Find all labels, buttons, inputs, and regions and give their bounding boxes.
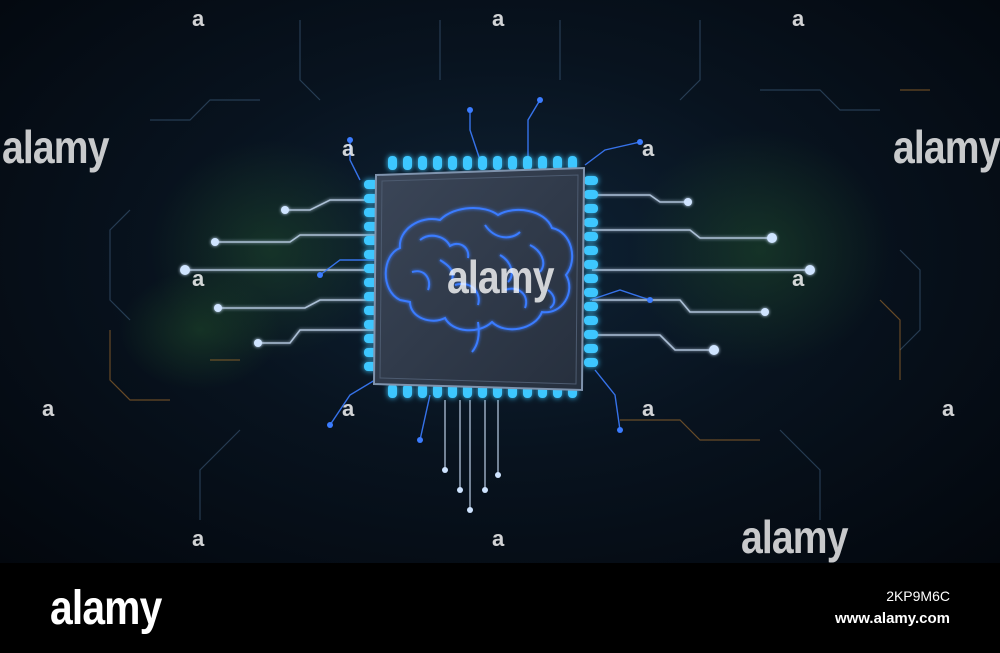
cpu-chip: [372, 166, 586, 392]
footer-bar: alamy 2KP9M6C www.alamy.com: [0, 563, 1000, 653]
background-traces: [109, 20, 921, 520]
brain-icon: [384, 207, 574, 353]
watermark-a: a: [342, 396, 355, 421]
image-id: 2KP9M6C: [886, 588, 950, 604]
watermark-a: a: [42, 396, 55, 421]
watermark-a: a: [642, 136, 655, 161]
traces-blue: [319, 99, 651, 441]
watermark-a: a: [192, 266, 205, 291]
traces-left: [185, 199, 375, 344]
alamy-logo: alamy: [50, 582, 162, 635]
watermark-a: a: [192, 6, 205, 31]
watermark-a: a: [192, 526, 205, 551]
site-url: www.alamy.com: [834, 610, 950, 627]
watermark-alamy: alamy: [447, 251, 554, 303]
stock-photo: a a a a a a a a a a a a a alamy alamy al…: [0, 0, 1000, 563]
circuit-artwork: [109, 20, 930, 520]
watermark-a: a: [492, 526, 505, 551]
watermark-alamy: alamy: [893, 121, 1000, 173]
traces-right: [592, 194, 810, 351]
watermark-a: a: [792, 6, 805, 31]
watermark-alamy: alamy: [741, 511, 848, 563]
watermark-alamy: alamy: [2, 121, 109, 173]
traces-bottom: [444, 400, 499, 510]
haze-right: [630, 130, 890, 370]
watermark-a: a: [342, 136, 355, 161]
watermark-a: a: [492, 6, 505, 31]
watermark-a: a: [792, 266, 805, 291]
orange-traces: [109, 89, 930, 441]
watermark-a: a: [942, 396, 955, 421]
watermark-a: a: [642, 396, 655, 421]
